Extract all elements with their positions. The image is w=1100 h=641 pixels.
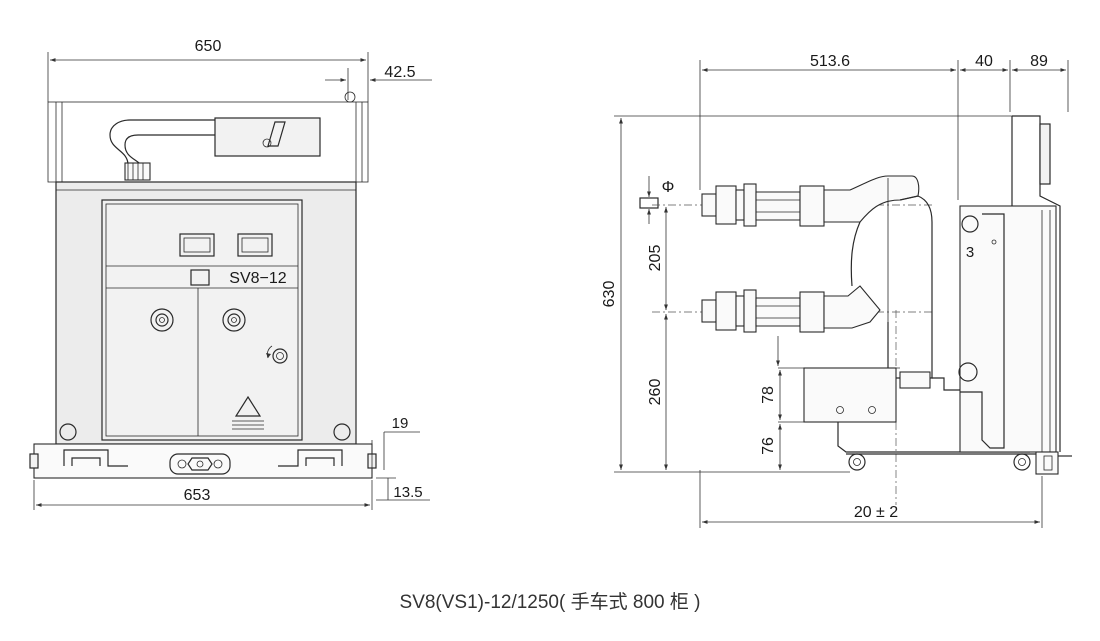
dim-89: 89 bbox=[1012, 53, 1069, 112]
dim-260: 260 bbox=[647, 314, 668, 470]
dim-76: 76 bbox=[760, 424, 782, 470]
dim-42-5: 42.5 bbox=[325, 64, 432, 100]
warning-triangle-icon bbox=[232, 395, 264, 430]
label-3: 3 bbox=[966, 244, 974, 261]
indicator-window-1 bbox=[179, 233, 215, 257]
side-view: 513.6 40 89 630 Φ bbox=[601, 53, 1072, 528]
dim-20-2-label: 20 ± 2 bbox=[854, 504, 898, 521]
interrupter-pole bbox=[850, 178, 933, 389]
dim-42-5-label: 42.5 bbox=[384, 64, 415, 81]
dim-650: 650 bbox=[47, 38, 369, 102]
phi-label: Φ bbox=[662, 179, 675, 196]
dim-76-label: 76 bbox=[760, 437, 777, 455]
dim-650-label: 650 bbox=[195, 38, 222, 55]
lower-contact-arm bbox=[701, 285, 881, 333]
dim-260-label: 260 bbox=[647, 379, 664, 406]
base-frame bbox=[29, 443, 377, 479]
dim-653: 653 bbox=[33, 480, 373, 510]
top-mechanism bbox=[109, 117, 321, 181]
phi-marker: Φ bbox=[639, 176, 675, 224]
dim-513-6: 513.6 bbox=[699, 53, 959, 200]
dim-40-label: 40 bbox=[975, 53, 993, 70]
dim-89-label: 89 bbox=[1030, 53, 1048, 70]
rotate-knob bbox=[266, 345, 288, 364]
wheels bbox=[846, 451, 1072, 475]
dim-19-label: 19 bbox=[392, 415, 409, 432]
cabinet-frame: 3 bbox=[932, 115, 1061, 453]
button-right bbox=[222, 308, 246, 332]
dim-630: 630 bbox=[601, 115, 1040, 473]
dim-513-6-label: 513.6 bbox=[810, 53, 850, 70]
dim-205: 205 bbox=[647, 207, 668, 310]
dim-78-label: 78 bbox=[760, 386, 777, 404]
button-left bbox=[150, 308, 174, 332]
dim-205-label: 205 bbox=[647, 245, 664, 272]
dim-13-5-label: 13.5 bbox=[393, 484, 422, 501]
dim-13-5: 13.5 bbox=[376, 477, 430, 501]
dim-19: 19 bbox=[371, 415, 420, 470]
indicator-window-2 bbox=[237, 233, 273, 257]
dim-40: 40 bbox=[960, 53, 1011, 112]
dim-20-2: 20 ± 2 bbox=[699, 470, 1043, 528]
upper-contact-arm bbox=[701, 175, 920, 227]
dim-630-label: 630 bbox=[601, 281, 618, 308]
figure-caption: SV8(VS1)-12/1250( 手车式 800 柜 ) bbox=[399, 592, 701, 613]
nameplate-label: SV8−12 bbox=[229, 270, 286, 287]
front-view: 650 42.5 bbox=[29, 38, 432, 510]
lower-block bbox=[803, 367, 1030, 453]
dim-653-label: 653 bbox=[184, 487, 211, 504]
front-panel bbox=[101, 199, 303, 441]
